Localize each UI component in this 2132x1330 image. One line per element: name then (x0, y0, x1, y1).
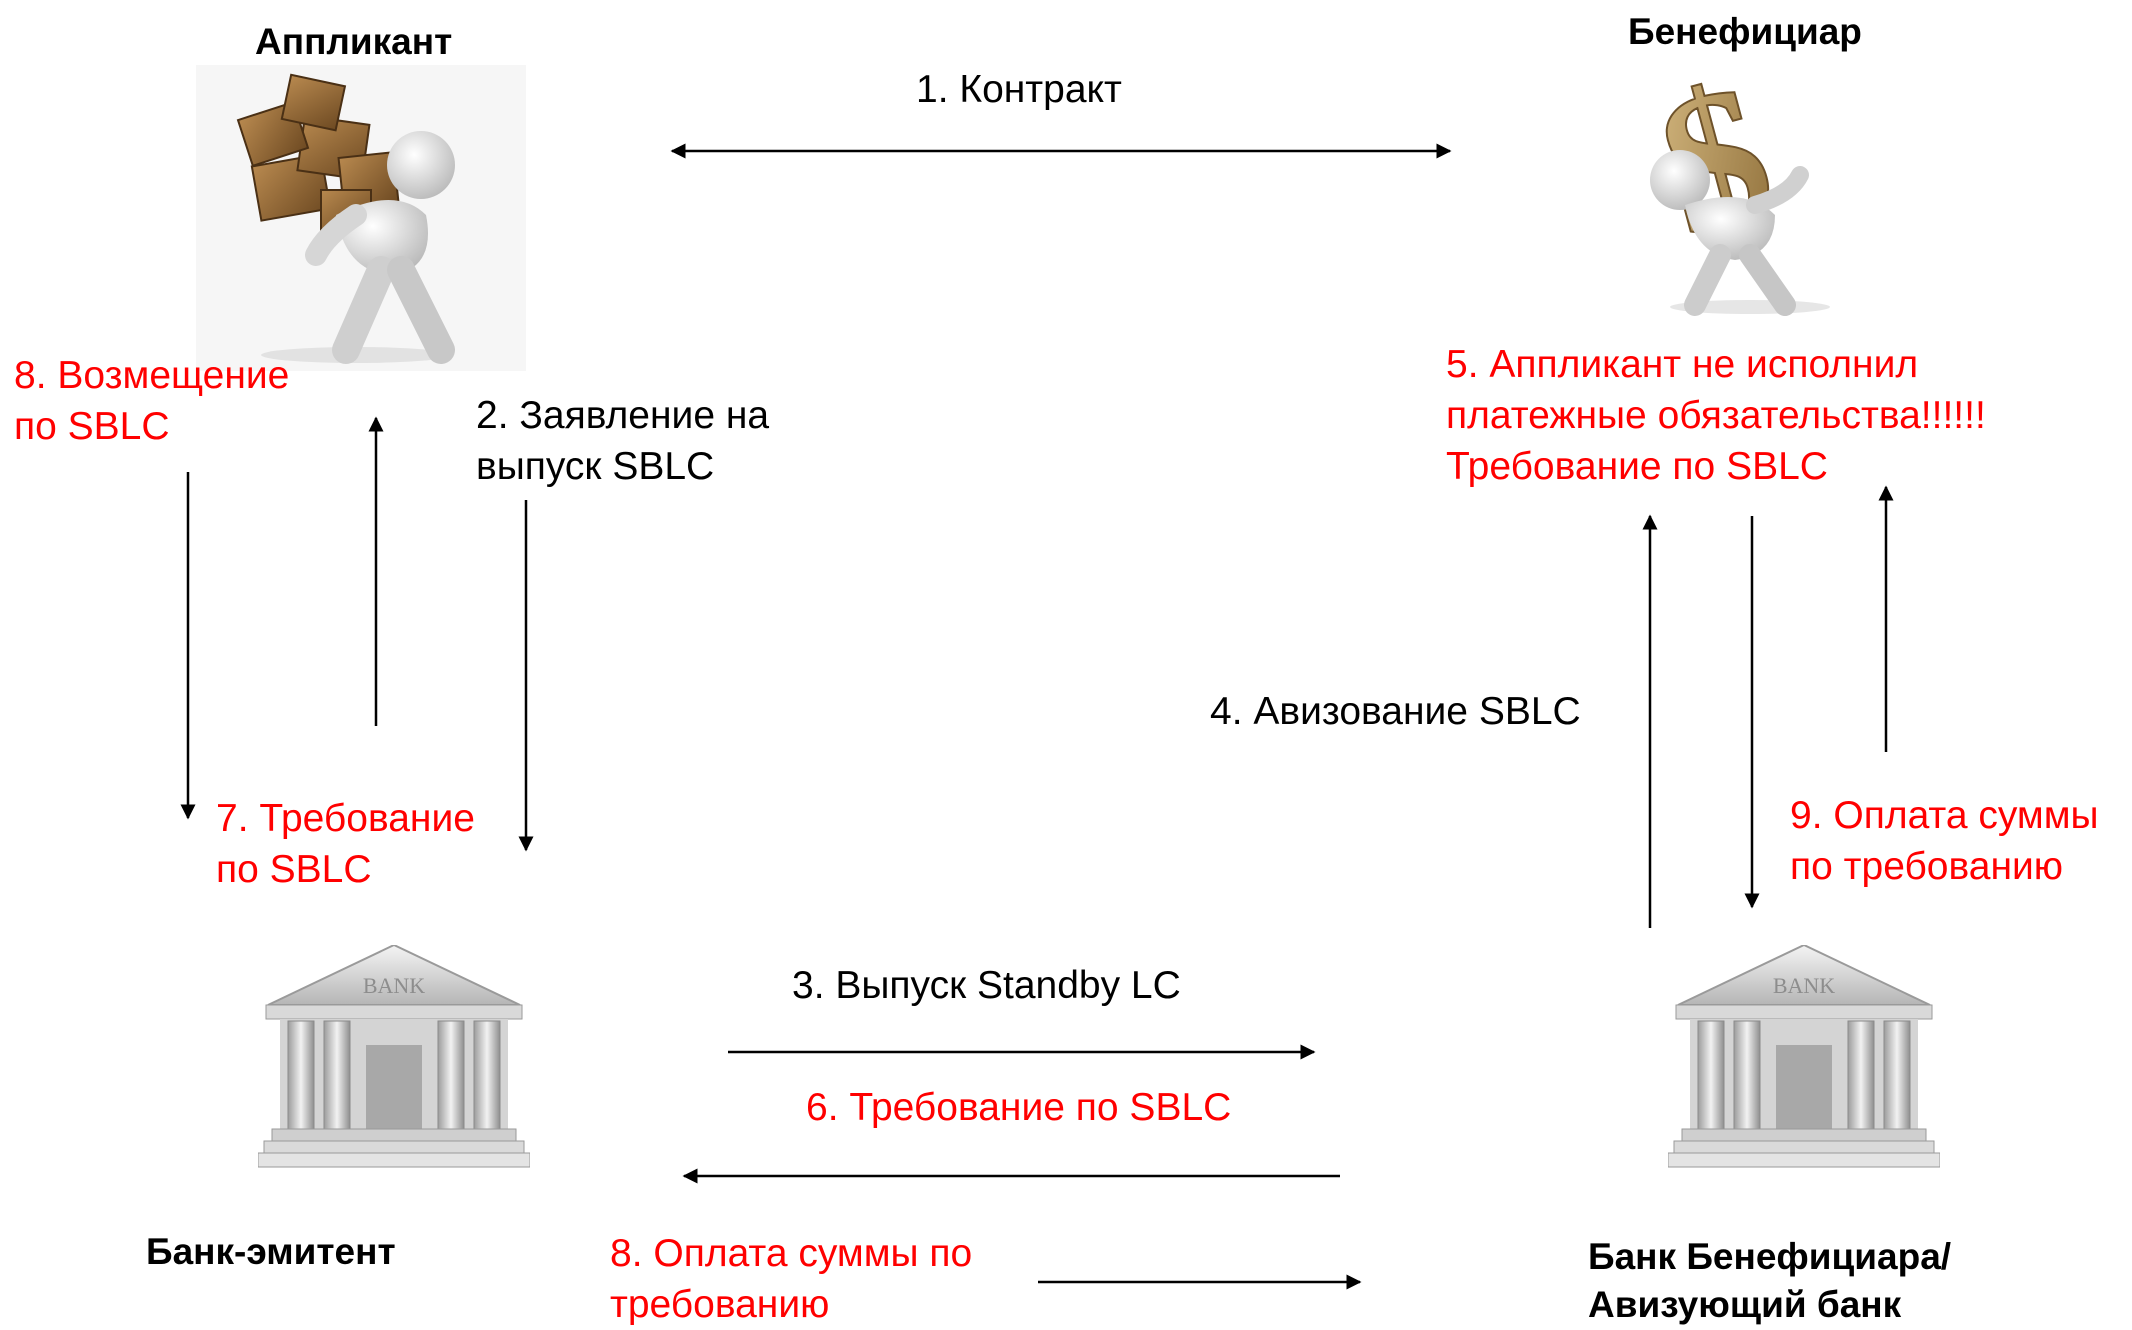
step-4-label: 4. Авизование SBLC (1210, 690, 1581, 733)
step-2-label: 2. Заявление на выпуск SBLC (476, 394, 770, 488)
step-7-label: 7. Требование по SBLC (200, 793, 500, 895)
step-7-text: 7. Требование по SBLC (216, 797, 475, 891)
beneficiary-figure: $ (1638, 55, 1830, 316)
beneficiary-title: Бенефициар (1628, 11, 1862, 52)
step-6-label: 6. Требование по SBLC (806, 1086, 1232, 1129)
bank-sign: BANK (1773, 973, 1835, 998)
step-3-label: 3. Выпуск Standby LC (792, 964, 1181, 1007)
step-5-label: 5. Аппликант не исполнил платежные обяза… (1446, 343, 1986, 488)
step-9-label: 9. Оплата суммы по требованию (1790, 794, 2099, 888)
applicant-title: Аппликант (255, 21, 453, 62)
issuing-bank-title: Банк-эмитент (146, 1231, 396, 1272)
applicant-figure (196, 65, 526, 371)
beneficiary-bank-building: BANK (1668, 945, 1940, 1168)
step-8-left-label: 8. Возмещение по SBLC (14, 354, 290, 448)
step-8-bottom-label: 8. Оплата суммы по требованию (610, 1232, 973, 1326)
beneficiary-bank-title: Банк Бенефициара/ Авизующий банк (1588, 1236, 1952, 1325)
issuing-bank-building: BANK (258, 945, 530, 1168)
bank-sign: BANK (363, 973, 425, 998)
step-1-label: 1. Контракт (916, 68, 1122, 111)
